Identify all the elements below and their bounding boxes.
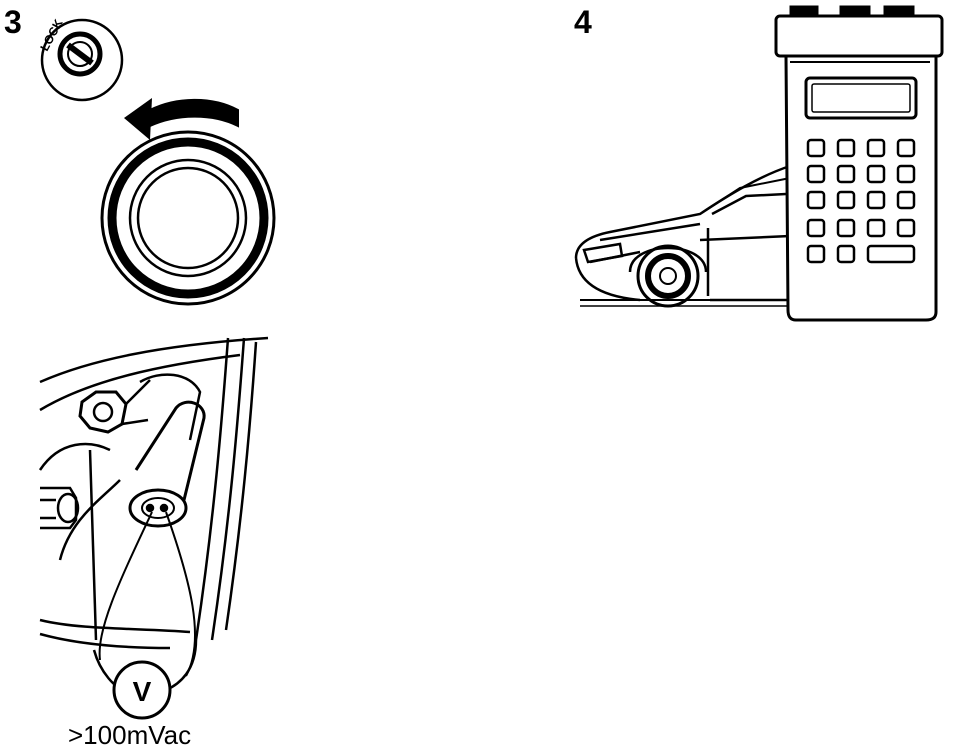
tester-keypad	[806, 138, 916, 264]
step-3-number: 3	[4, 4, 22, 40]
voltmeter-symbol: V	[133, 676, 152, 707]
ignition-ring	[100, 130, 276, 306]
car-icon	[574, 164, 800, 308]
rotate-arrow-icon	[124, 98, 239, 140]
voltage-reading: >100mVac	[68, 720, 192, 750]
diagnostic-tester-icon	[774, 5, 944, 322]
engine-connector-drawing	[38, 336, 269, 692]
ignition-lock-inset: LOCK	[37, 17, 124, 102]
step-4-number: 4	[574, 4, 592, 40]
voltmeter-icon: V	[112, 660, 172, 720]
